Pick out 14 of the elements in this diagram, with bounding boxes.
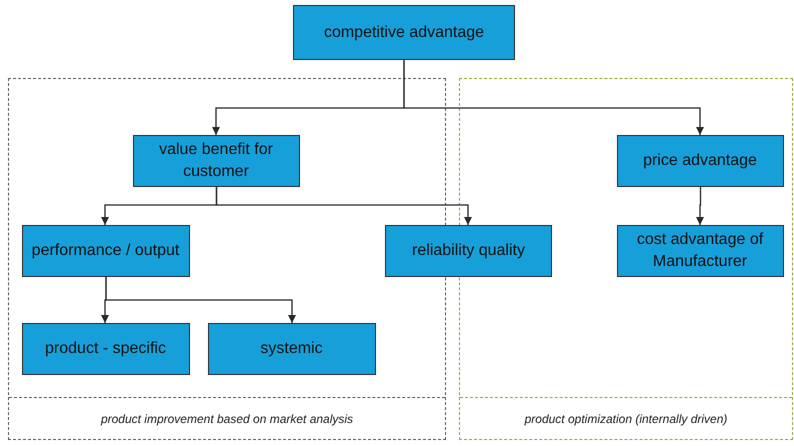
arrow — [216, 187, 472, 225]
process-box: value benefit for customer — [132, 134, 300, 186]
arrow — [696, 187, 704, 225]
process-box: cost advantage of Manufacturer — [616, 224, 784, 276]
process-box: competitive advantage — [293, 5, 515, 60]
arrow — [105, 277, 296, 323]
process-box: product - specific — [22, 322, 190, 374]
arrow — [403, 60, 704, 135]
process-box: price advantage — [616, 134, 784, 186]
process-box: reliability quality — [385, 225, 552, 277]
region-caption: product improvement based on market analysis — [100, 412, 354, 426]
process-box: performance / output — [22, 224, 190, 276]
process-box: systemic — [208, 322, 376, 374]
region-caption: product optimization (internally driven) — [524, 412, 728, 426]
